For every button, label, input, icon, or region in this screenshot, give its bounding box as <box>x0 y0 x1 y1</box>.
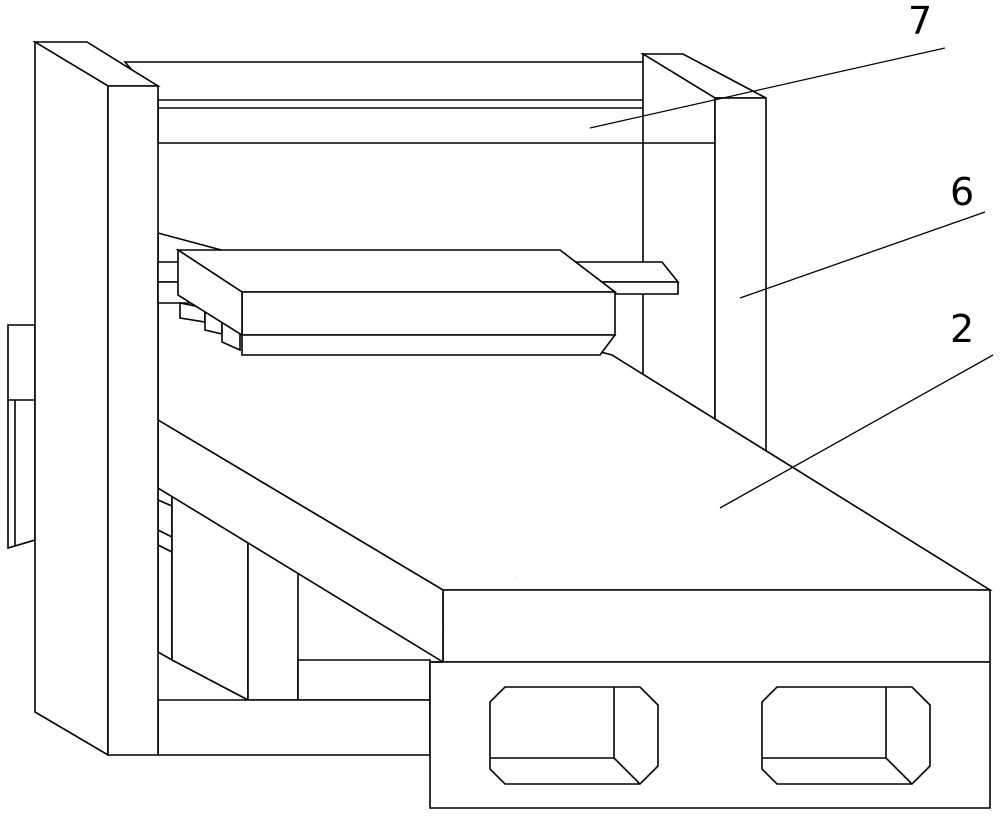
base-opening-right <box>761 686 931 785</box>
lower-frame <box>157 486 431 756</box>
top-crossbeam <box>123 61 716 144</box>
label-7: 7 <box>908 0 932 43</box>
base-opening-left <box>489 686 659 785</box>
callout-7: 7 <box>589 0 946 129</box>
callout-6: 6 <box>739 170 986 299</box>
callout-2: 2 <box>719 307 994 509</box>
svg-text:.: . <box>515 574 516 579</box>
label-6: 6 <box>950 170 974 214</box>
carriage <box>157 248 680 356</box>
left-side-plate <box>7 324 36 550</box>
label-2: 2 <box>950 307 974 351</box>
left-upright <box>32 40 161 757</box>
